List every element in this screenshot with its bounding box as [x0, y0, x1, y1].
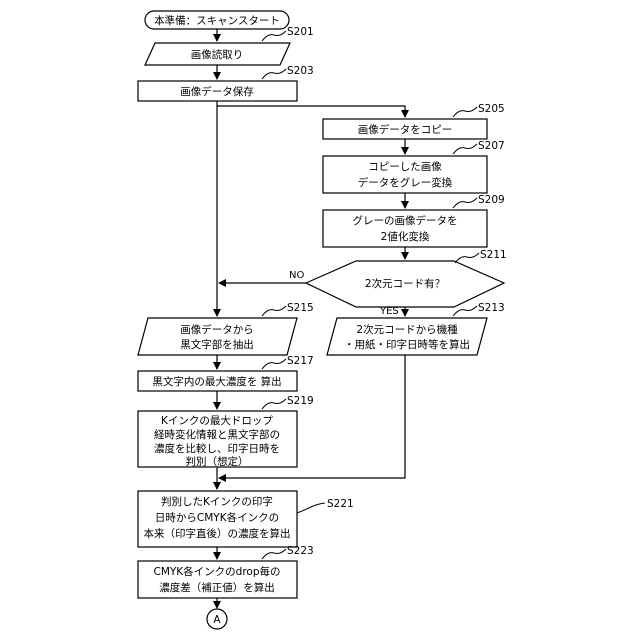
start-label: 本準備：スキャンスタート [154, 14, 280, 27]
s203-line-0: 画像データ保存 [180, 85, 254, 98]
s219-leader [262, 399, 286, 409]
s213-leader [453, 306, 477, 316]
s217-leader [262, 359, 286, 369]
s223-line-0: CMYK各インクのdrop毎の [153, 565, 280, 578]
s213-line-1: ・用紙・印字日時等を算出 [344, 338, 470, 351]
s221-leader [297, 503, 325, 513]
step-s219: Kインクの最大ドロップ 経時変化情報と黒文字部の 濃度を比較し、印字日時を 判別… [138, 395, 314, 468]
s203-leader [262, 69, 286, 79]
step-s223: CMYK各インクのdrop毎の 濃度差（補正値）を算出 S223 [138, 545, 314, 598]
s207-step-label: S207 [478, 140, 505, 152]
s207-line-1: データをグレー変換 [358, 176, 453, 189]
s211-step-label: S211 [480, 249, 507, 261]
s201-step-label: S201 [287, 26, 314, 38]
step-s213: 2次元コードから機種 ・用紙・印字日時等を算出 S213 [327, 302, 505, 355]
s223-step-label: S223 [287, 545, 314, 557]
s217-step-label: S217 [287, 355, 314, 367]
branch-no-label: NO [289, 270, 304, 281]
s207-line-0: コピーした画像 [368, 161, 442, 173]
s223-line-1: 濃度差（補正値）を算出 [159, 581, 275, 594]
s201-line-0: 画像読取り [191, 48, 244, 61]
step-s221: 判別したKインクの印字 日時からCMYK各インクの 本来（印字直後）の濃度を算出… [138, 491, 354, 547]
step-s205: 画像データをコピー S205 [323, 103, 505, 139]
s203-step-label: S203 [287, 65, 314, 77]
s219-step-label: S219 [287, 395, 314, 407]
connector-label: A [213, 614, 221, 626]
step-s209: グレーの画像データを 2値化変換 S209 [323, 194, 505, 247]
s201-leader [262, 31, 286, 41]
s219-line-0: Kインクの最大ドロップ [161, 414, 273, 427]
connector-a: A [207, 609, 227, 629]
s215-line-0: 画像データから [180, 323, 254, 336]
s209-leader [453, 198, 477, 208]
step-s215: 画像データから 黒文字部を抽出 S215 [138, 302, 314, 355]
s221-line-2: 本来（印字直後）の濃度を算出 [144, 527, 291, 540]
s215-line-1: 黒文字部を抽出 [180, 338, 254, 351]
s209-step-label: S209 [478, 194, 505, 206]
s205-line-0: 画像データをコピー [358, 123, 453, 136]
step-s217: 黒文字内の最大濃度を 算出 S217 [138, 355, 314, 391]
s207-leader [453, 144, 477, 154]
s221-line-0: 判別したKインクの印字 [161, 495, 273, 508]
s219-line-3: 判別（想定） [186, 455, 249, 468]
s205-step-label: S205 [478, 103, 505, 115]
s209-line-1: 2値化変換 [381, 230, 430, 243]
step-s203: 画像データ保存 S203 [138, 65, 314, 101]
s223-leader [262, 549, 286, 559]
s221-step-label: S221 [327, 498, 354, 510]
s205-leader [453, 107, 477, 117]
s217-line-0: 黒文字内の最大濃度を 算出 [152, 375, 281, 388]
s215-leader [262, 306, 286, 316]
decision-s211: 2次元コード有？ S211 [306, 249, 507, 307]
start-terminal: 本準備：スキャンスタート [145, 11, 289, 29]
s219-line-1: 経時変化情報と黒文字部の [154, 428, 280, 441]
s221-line-1: 日時からCMYK各インクの [155, 511, 279, 524]
step-s201: 画像読取り S201 [145, 26, 314, 65]
s213-line-0: 2次元コードから機種 [356, 323, 458, 336]
s211-leader [455, 253, 479, 263]
s213-step-label: S213 [478, 302, 505, 314]
s211-line-0: 2次元コード有？ [365, 277, 445, 290]
s219-line-2: 濃度を比較し、印字日時を [154, 442, 280, 455]
s215-step-label: S215 [287, 302, 314, 314]
s209-line-0: グレーの画像データを [353, 214, 458, 227]
branch-yes-label: YES [379, 306, 399, 317]
step-s207: コピーした画像 データをグレー変換 S207 [323, 140, 505, 193]
